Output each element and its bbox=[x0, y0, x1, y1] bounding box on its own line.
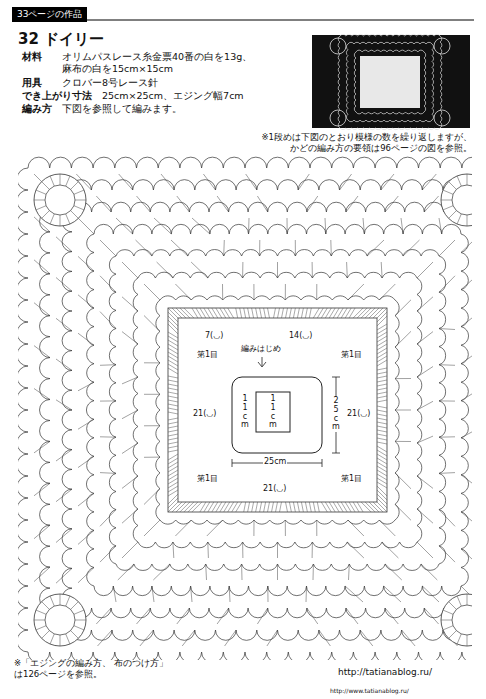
field-name: でき上がり寸法 bbox=[22, 90, 92, 102]
title: 32 ドイリー bbox=[18, 30, 104, 50]
repeat-count: 7(◡) bbox=[204, 331, 224, 341]
dimension: 25cm bbox=[331, 397, 341, 432]
field-value: クロバー8号レース針 bbox=[62, 77, 158, 89]
start-mark: 編みはじめ bbox=[240, 344, 282, 354]
field-value: 25cm×25cm、エジング幅7cm bbox=[102, 90, 244, 102]
edging-chart bbox=[18, 157, 472, 660]
field-value: オリムパスレース糸金票40番の白を13g、 麻布の白を15cm×15cm bbox=[62, 51, 322, 76]
note: ※「エジングの編み方、 布のつけ方」は126ページを参照。 bbox=[14, 658, 174, 680]
photo-doily bbox=[330, 34, 450, 129]
repeat-count: 21(◡) bbox=[192, 409, 217, 419]
repeat-count: 21(◡) bbox=[262, 484, 287, 494]
field-value: 下図を参照して編みます。 bbox=[62, 103, 182, 115]
note: ※1段めは下図のとおり模様の数を繰り返しますが、 かどの編み方の要領は96ページ… bbox=[250, 132, 472, 154]
watermark: http://tatianablog.ru/ bbox=[338, 667, 432, 679]
field-name: 用具 bbox=[22, 77, 42, 89]
stitch-mark: 第1目 bbox=[196, 474, 219, 484]
stitch-mark: 第1目 bbox=[340, 350, 363, 360]
stitch-mark: 第1目 bbox=[340, 474, 363, 484]
stitch-mark: 第1目 bbox=[196, 350, 219, 360]
dimension: 11cm bbox=[240, 395, 250, 430]
dimension: 11cm bbox=[268, 395, 278, 430]
fabric-center bbox=[232, 357, 340, 467]
field-name: 編み方 bbox=[22, 103, 52, 115]
watermark: http://www.tatianablog.ru/ bbox=[330, 687, 409, 695]
dimension: 25cm bbox=[263, 457, 287, 467]
field-name: 材料 bbox=[22, 51, 42, 63]
repeat-count: 14(◡) bbox=[288, 331, 313, 341]
photo bbox=[312, 35, 470, 128]
page-tab: 33ページの作品 bbox=[12, 7, 87, 22]
repeat-count: 21(◡) bbox=[346, 409, 371, 419]
tab-text: 33ページの作品 bbox=[17, 8, 82, 21]
